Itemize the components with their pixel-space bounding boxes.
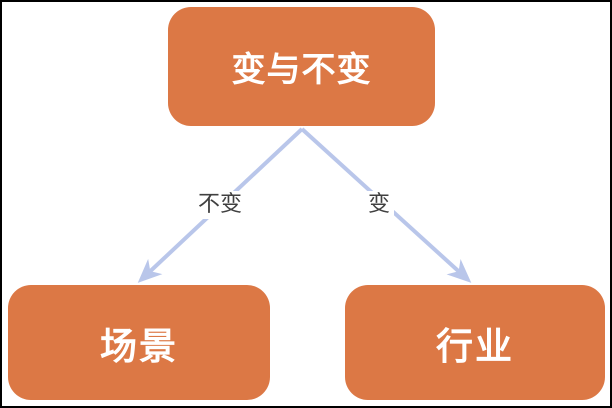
node-root-label: 变与不变 (231, 50, 372, 90)
node-scene: 场景 (8, 285, 270, 400)
node-root: 变与不变 (168, 7, 435, 126)
node-industry: 行业 (345, 285, 605, 400)
edge-label-changed: 变 (364, 191, 395, 219)
node-scene-label: 场景 (100, 324, 178, 368)
node-industry-label: 行业 (436, 324, 514, 368)
edge-label-unchanged: 不变 (194, 191, 247, 219)
